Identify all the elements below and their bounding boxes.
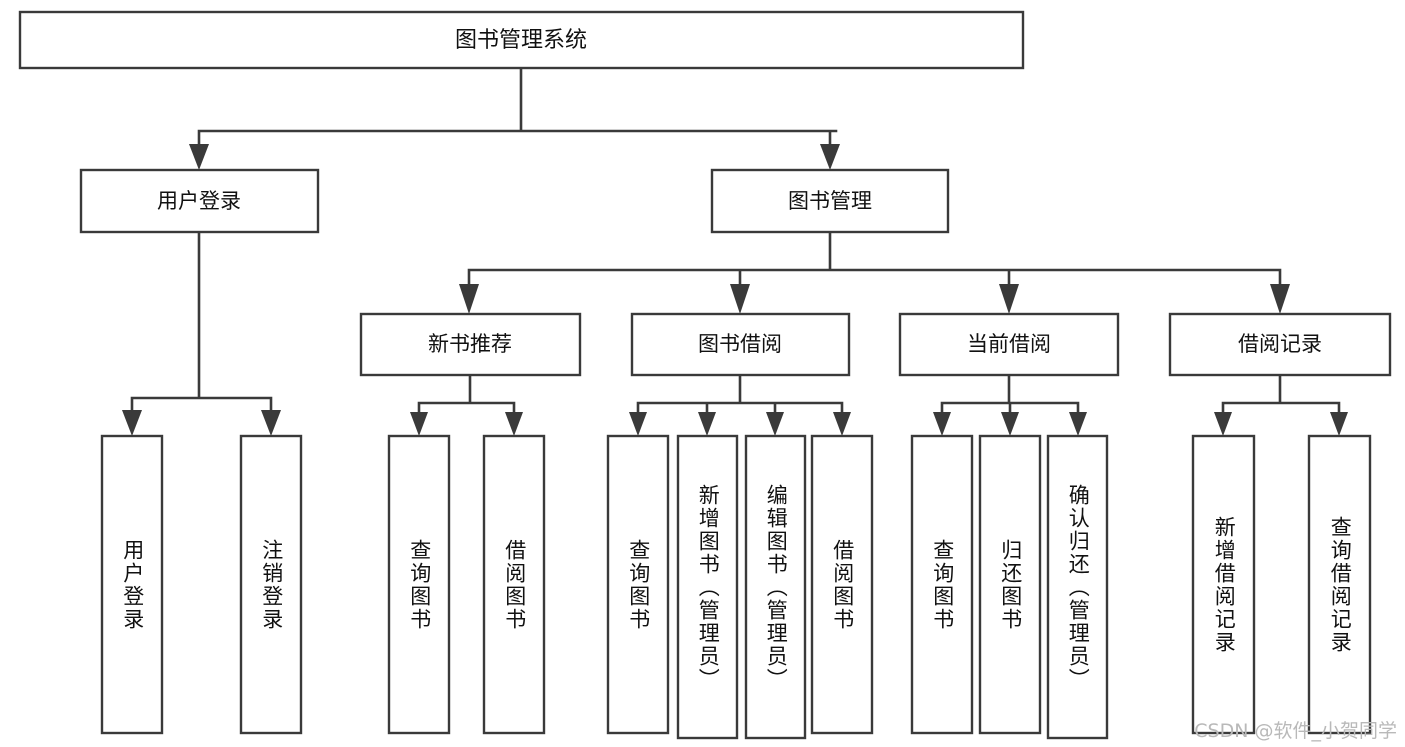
arrow-icon-to-leaf-add-record bbox=[1214, 412, 1232, 436]
node-leaf-confirm-return[interactable] bbox=[1046, 434, 1109, 740]
arrow-icon-to-leaf-add-book bbox=[698, 412, 716, 436]
connector-bookborrow-to-leaves bbox=[636, 373, 844, 417]
node-leaf-borrow-book-1[interactable] bbox=[482, 434, 546, 735]
node-leaf-query-book-2[interactable] bbox=[606, 434, 670, 735]
node-leaf-user-login[interactable] bbox=[100, 434, 164, 735]
node-leaf-edit-book[interactable] bbox=[744, 434, 807, 740]
node-root[interactable] bbox=[18, 10, 1025, 70]
node-book-borrow-label: 图书借阅 bbox=[698, 332, 782, 356]
arrow-icon-to-current-borrow bbox=[999, 284, 1019, 314]
node-leaf-borrow-book-2[interactable] bbox=[810, 434, 874, 735]
arrow-icon-to-leaf-return-book bbox=[1001, 412, 1019, 436]
arrow-icon-to-book-mgmt bbox=[820, 144, 840, 170]
node-current-borrow-label: 当前借阅 bbox=[967, 332, 1051, 356]
node-book-management[interactable] bbox=[710, 168, 950, 234]
connector-borrowrecord-to-leaves bbox=[1221, 373, 1341, 417]
node-borrow-record-label: 借阅记录 bbox=[1238, 332, 1322, 356]
node-user-login[interactable] bbox=[79, 168, 320, 234]
node-borrow-record[interactable] bbox=[1168, 312, 1392, 377]
arrow-icon-to-leaf-user-logout bbox=[261, 410, 281, 436]
arrow-icon-to-leaf-borrow-book-2 bbox=[833, 412, 851, 436]
nodes-layer: 图书管理系统 用户登录 图书管理 新书推荐 图书借阅 当前借阅 借阅记录 bbox=[18, 10, 1392, 740]
node-leaf-add-record[interactable] bbox=[1191, 434, 1256, 735]
arrow-icon-to-borrow-record bbox=[1270, 284, 1290, 314]
node-leaf-add-book[interactable] bbox=[676, 434, 739, 740]
connectors-layer bbox=[130, 66, 1341, 417]
arrow-icon-to-user-login bbox=[189, 144, 209, 170]
node-leaf-query-record[interactable] bbox=[1307, 434, 1372, 735]
connector-userlogin-to-leaves bbox=[130, 230, 273, 414]
node-leaf-query-book-1[interactable] bbox=[387, 434, 451, 735]
arrow-icon-to-leaf-borrow-book-1 bbox=[505, 412, 523, 436]
arrowheads-layer bbox=[122, 144, 1348, 436]
arrow-icon-to-leaf-query-book-3 bbox=[933, 412, 951, 436]
node-root-label: 图书管理系统 bbox=[455, 28, 587, 53]
node-leaf-user-logout[interactable] bbox=[239, 434, 303, 735]
connector-currentborrow-to-leaves bbox=[940, 373, 1080, 417]
node-new-book-recommend[interactable] bbox=[359, 312, 582, 377]
arrow-icon-to-leaf-query-book-2 bbox=[629, 412, 647, 436]
node-user-login-label: 用户登录 bbox=[157, 189, 241, 213]
node-leaf-query-book-3[interactable] bbox=[910, 434, 974, 735]
node-current-borrow[interactable] bbox=[898, 312, 1120, 377]
node-new-book-recommend-label: 新书推荐 bbox=[428, 332, 512, 356]
connector-bookmgmt-to-level2 bbox=[467, 230, 1282, 288]
arrow-icon-to-leaf-edit-book bbox=[766, 412, 784, 436]
arrow-icon-to-leaf-query-book-1 bbox=[410, 412, 428, 436]
node-book-borrow[interactable] bbox=[630, 312, 851, 377]
arrow-icon-to-book-borrow bbox=[730, 284, 750, 314]
watermark-label: CSDN @软件_小贺同学 bbox=[1194, 720, 1397, 742]
arrow-icon-to-leaf-confirm-return bbox=[1069, 412, 1087, 436]
arrow-icon-to-leaf-query-record bbox=[1330, 412, 1348, 436]
connector-root-to-level1 bbox=[197, 66, 838, 148]
arrow-icon-to-leaf-user-login bbox=[122, 410, 142, 436]
connector-newbook-to-leaves bbox=[417, 373, 516, 417]
arrow-icon-to-new-book-recommend bbox=[459, 284, 479, 314]
node-book-management-label: 图书管理 bbox=[788, 189, 872, 213]
node-leaf-return-book[interactable] bbox=[978, 434, 1042, 735]
